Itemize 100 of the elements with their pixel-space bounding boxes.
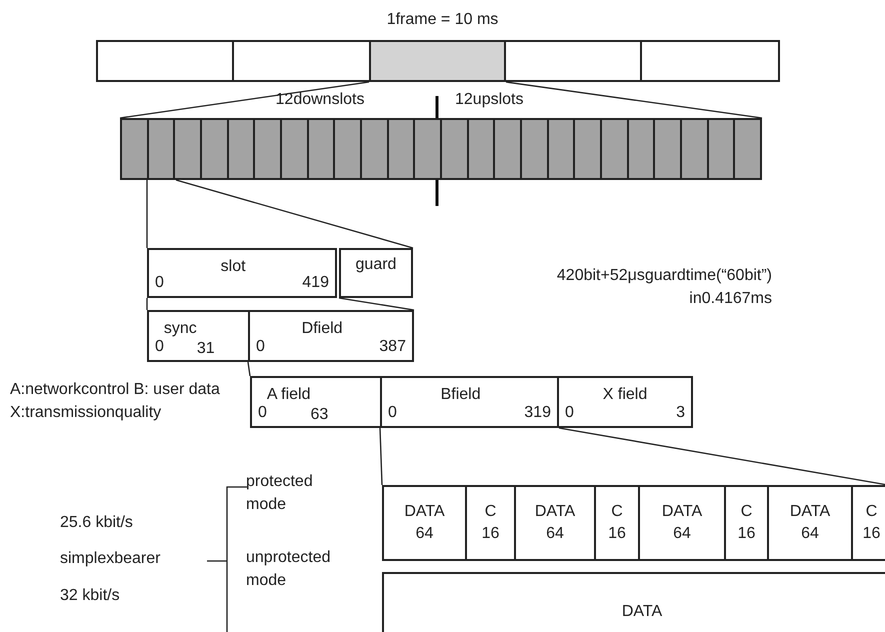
field-box	[248, 310, 414, 362]
block-name: C	[866, 502, 878, 522]
field-box	[557, 376, 693, 428]
data-block	[724, 485, 769, 561]
field-legend-note: A:networkcontrol B: user data X:transmissionquality	[10, 380, 220, 424]
time-slot	[547, 118, 576, 180]
time-slot	[147, 118, 176, 180]
field-box	[339, 248, 413, 298]
block-name: DATA	[622, 602, 662, 622]
time-slot	[200, 118, 229, 180]
zoom-line	[146, 298, 148, 310]
field-box	[380, 376, 559, 428]
time-slot	[520, 118, 549, 180]
bit-index: 31	[196, 340, 215, 358]
zoom-line	[379, 428, 383, 486]
data-block	[851, 485, 885, 561]
bit-index: 0	[256, 338, 265, 356]
bit-count: 16	[738, 524, 756, 544]
time-slot	[733, 118, 762, 180]
slot-group-label: 12downslots	[274, 90, 366, 110]
mode-label: protected mode	[246, 472, 314, 516]
time-slot	[413, 118, 442, 180]
time-slot	[387, 118, 416, 180]
field-name: Dfield	[302, 320, 343, 338]
block-name: DATA	[662, 502, 702, 522]
time-slot	[653, 118, 682, 180]
data-block	[382, 485, 467, 561]
zoom-line	[176, 179, 414, 249]
time-slot	[360, 118, 389, 180]
time-slot	[440, 118, 469, 180]
time-slot	[307, 118, 336, 180]
bit-index: 387	[379, 338, 406, 356]
bit-rate: 25.6 kbit/s	[60, 513, 134, 533]
bit-index: 0	[155, 274, 164, 292]
time-slot	[120, 118, 149, 180]
time-slot	[333, 118, 362, 180]
bit-index: 0	[565, 404, 574, 422]
time-slot	[707, 118, 736, 180]
block-name: C	[740, 502, 752, 522]
time-slot	[600, 118, 629, 180]
field-name: slot	[220, 258, 246, 276]
time-slot	[627, 118, 656, 180]
zoom-line	[506, 81, 762, 119]
block-name: DATA	[404, 502, 445, 522]
frame-segment	[96, 40, 234, 82]
time-slot	[253, 118, 282, 180]
field-name: sync	[164, 320, 197, 338]
zoom-line	[120, 81, 370, 119]
bit-count: 64	[673, 524, 691, 544]
zoom-line	[558, 427, 885, 486]
block-name: DATA	[534, 502, 576, 522]
frame-segment	[232, 40, 371, 82]
data-block	[382, 572, 885, 632]
bit-index: 0	[388, 404, 397, 422]
data-block	[514, 485, 596, 561]
bit-index: 419	[302, 274, 329, 292]
data-block	[767, 485, 853, 561]
field-name: guard	[356, 256, 396, 274]
bit-count: 16	[862, 524, 880, 544]
time-slot	[280, 118, 309, 180]
time-slot	[680, 118, 709, 180]
data-block	[465, 485, 516, 561]
bit-index: 0	[155, 338, 164, 356]
block-name: DATA	[790, 502, 830, 522]
bit-count: 64	[416, 524, 434, 544]
bearer-label: simplexbearer	[60, 549, 162, 569]
data-block	[594, 485, 640, 561]
zoom-line	[146, 180, 148, 248]
time-slot	[573, 118, 602, 180]
time-slot	[467, 118, 496, 180]
bit-index: 0	[258, 404, 267, 422]
field-box	[250, 376, 382, 428]
frame-duration: 1frame = 10 ms	[386, 10, 500, 30]
bit-rate: 32 kbit/s	[60, 586, 121, 606]
frame-segment	[640, 40, 780, 82]
slot-group-label: 12upslots	[455, 90, 524, 110]
field-name: X field	[602, 386, 648, 404]
field-box	[147, 248, 337, 298]
zoom-line	[247, 362, 251, 376]
bit-count: 64	[546, 524, 564, 544]
bit-index: 63	[310, 406, 328, 424]
time-slot	[173, 118, 202, 180]
mode-label: unprotected mode	[246, 548, 332, 592]
block-name: C	[484, 502, 496, 522]
field-name: Bfield	[440, 386, 481, 404]
time-slot	[493, 118, 522, 180]
block-name: C	[611, 502, 623, 522]
bit-index: 319	[524, 404, 551, 422]
bit-count: 16	[608, 524, 626, 544]
field-name: A field	[266, 386, 310, 404]
frame-segment	[369, 40, 506, 82]
bit-count: 16	[482, 524, 500, 544]
time-slot	[227, 118, 256, 180]
bit-count: 64	[801, 524, 819, 544]
data-block	[638, 485, 726, 561]
field-box	[147, 310, 250, 362]
frame-segment	[504, 40, 642, 82]
timing-note: 420bit+52μsguardtime(“60bit”) in0.4167ms	[556, 266, 772, 310]
bit-index: 3	[676, 404, 685, 422]
zoom-line	[338, 297, 414, 311]
